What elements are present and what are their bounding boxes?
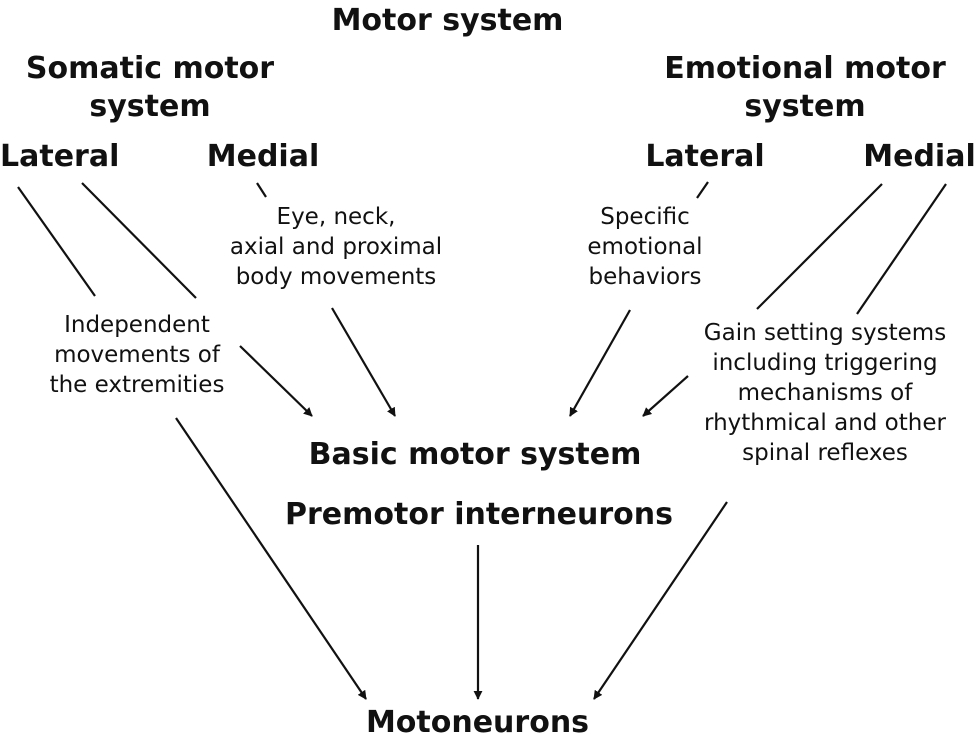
premotor-interneurons-label: Premotor interneurons [285,497,673,532]
emotional-system-title: Emotional motor system [664,51,946,124]
arrow-independent-to-basic [239,345,313,417]
arrow-independent-to-motoneurons [175,417,367,700]
connector-somatic-medial [256,182,267,198]
emotional-medial-description: Gain setting systems including triggerin… [703,320,947,466]
arrow-specific-to-basic [569,309,631,417]
emotional-lateral-description: Specific emotional behaviors [587,204,703,290]
connector-emotional-medial-left [756,183,883,310]
connector-emotional-medial-right [856,183,947,315]
arrow-gain-to-basic [642,375,689,417]
arrow-eyeneck-to-basic [331,307,396,417]
connector-somatic-lateral-left [17,186,96,297]
somatic-system-title: Somatic motor system [25,51,275,124]
somatic-medial-description: Eye, neck, axial and proximal body movem… [229,204,443,290]
arrow-gain-to-motoneurons [593,501,728,700]
connector-somatic-lateral-right [81,182,197,299]
basic-motor-system-label: Basic motor system [308,437,642,472]
somatic-lateral-description: Independent movements of the extremities [49,312,225,398]
connector-emotional-lateral [696,181,709,199]
emotional-lateral-label: Lateral [645,139,765,174]
somatic-medial-label: Medial [206,139,320,174]
motoneurons-label: Motoneurons [365,705,590,740]
diagram-title: Motor system [331,3,564,38]
somatic-lateral-label: Lateral [0,139,120,174]
emotional-medial-label: Medial [863,139,976,174]
